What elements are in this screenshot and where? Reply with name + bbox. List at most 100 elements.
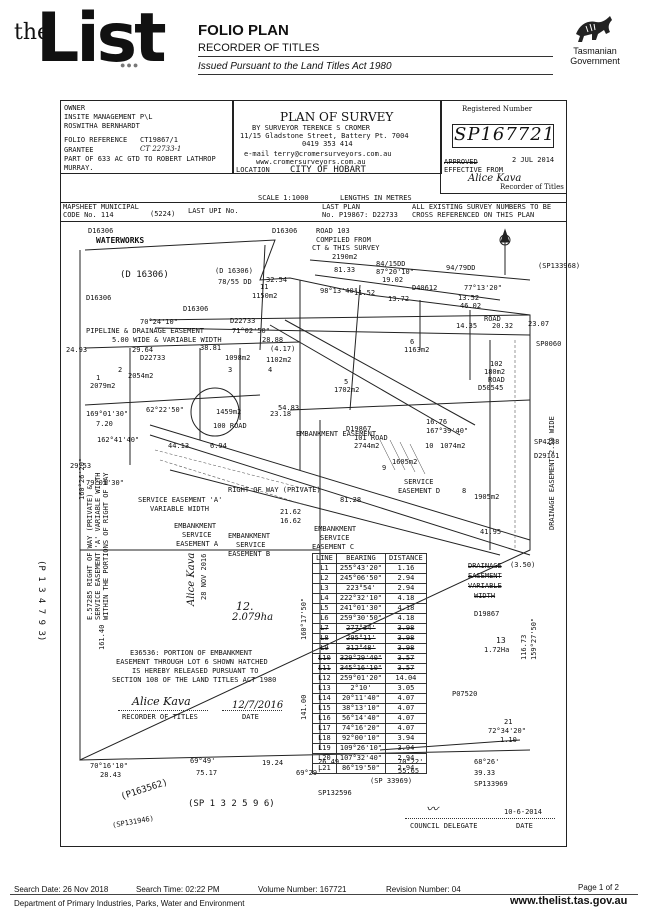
label-dim-169-01: 169°01'30" [86,410,129,418]
label-dim-161-40: 161.40 [98,624,106,650]
label-lot-3: 3 [228,366,233,374]
table-cell-bearing: 86°19'50" [335,763,387,774]
label-dim-24-93: 24.93 [66,346,88,354]
surveyor-email: e-mail terry@cromersurveyors.com.au [244,150,392,158]
table-cell-distance: 4.07 [385,703,427,714]
label-lot-6-area: 1163m2 [404,346,430,354]
easement-line [269,324,461,436]
survey-note-1: ALL EXISTING SURVEY NUMBERS TO BE [412,203,552,211]
label-sp133969: SP133969 [474,780,508,788]
mapsheet-row [60,202,567,222]
label-dim-32-54: 32.54 [266,276,288,284]
footer-volume: Volume Number: 167721 [258,885,347,894]
label-drainage-struck-4: WIDTH [474,592,496,600]
table-cell-bearing: 56°14'40" [335,713,387,724]
owner-block [60,100,234,174]
label-lot-13-area: 1.72Ha [484,646,510,654]
last-plan-label: LAST PLAN [322,203,360,211]
lot-line [84,341,301,349]
label-lot-13: 13 [496,636,506,645]
table-cell-line: L14 [312,693,337,704]
label-waterworks: WATERWORKS [96,236,145,245]
road-boundary [314,274,501,301]
label-dim-3-50: (3.50) [510,561,536,569]
label-dim-68-26: 68°26' [474,758,500,766]
note-e36536-1: E36536: PORTION OF EMBANKMENT [130,649,253,657]
label-dim-19-02: 19.02 [382,276,404,284]
table-cell-distance: 4.07 [385,713,427,724]
footer-website[interactable]: www.thelist.tas.gov.au [510,895,628,907]
label-dim-75-17: 75.17 [196,769,218,777]
surveyor-name: BY SURVEYOR TERENCE S CROMER [252,124,371,132]
label-pipeline-width: 5.00 WIDE & VARIABLE WIDTH [112,336,222,344]
table-cell-distance: 4.18 [385,603,427,614]
label-road-103-compiled: COMPILED FROM [316,236,371,244]
easement-dashed [154,449,311,491]
label-pipeline-easement: PIPELINE & DRAINAGE EASEMENT [86,327,205,335]
plan-title: PLAN OF SURVEY [280,110,394,124]
label-d22733-a: D22733 [230,317,256,325]
folio-ref-1: CT19867/1 [140,136,178,144]
table-cell-distance: 4.07 [385,723,427,734]
label-lot-1-area: 2079m2 [90,382,116,390]
easement-line [169,469,501,556]
folio-ref-2: CT 22733-1 [140,145,182,153]
table-cell-line: L3 [312,583,337,594]
lengths-note: LENGTHS IN METRES [340,194,412,202]
note-e36536-3: IS HEREBY RELEASED PURSUANT TO [132,667,259,675]
header-divider [198,56,553,57]
mapsheet-label-1: MAPSHEET MUNICIPAL [63,203,139,211]
label-d16306-a: D16306 [88,227,114,235]
council-signature-line [405,818,555,819]
table-cell-distance: 1.16 [385,563,427,574]
table-cell-distance: 3.57 [385,663,427,674]
label-road-101-area: 2744m2 [354,442,380,450]
table-cell-bearing: 38°13'10" [335,703,387,714]
effective-date: 2 JUL 2014 [512,156,555,164]
table-cell-bearing: 329°29'40" [335,653,387,664]
label-dim-38-81: 38.81 [200,344,222,352]
table-header-line: LINE [312,553,337,564]
date-line [222,710,282,711]
label-lot-12-area: 2.079ha [232,612,274,623]
label-d22733-b: D22733 [140,354,166,362]
label-road-102-area: 180m2 [484,368,506,376]
table-cell-bearing: 255°43'20" [335,563,387,574]
label-dim-69-49: 69°49' [190,757,216,765]
label-dim-84-15: 84/15DD [376,260,406,268]
label-road-102: 102 [490,360,503,368]
registered-number-box [452,124,554,148]
government-logo-text: Tasmanian Government [560,46,630,66]
label-lot-12: 12. [236,600,254,613]
table-cell-line: L6 [312,613,337,624]
table-cell-bearing: 107°32'40" [335,753,387,764]
label-dim-70-24: 70°24'10" [140,318,178,326]
table-cell-bearing: 2°10' [335,683,387,694]
label-road: ROAD [484,315,501,323]
north-arrow-icon [499,228,511,275]
table-cell-bearing: 92°00'10" [335,733,387,744]
label-bearing-159-27: 159°27'50" [530,617,538,660]
table-cell-bearing: 259°30'50" [335,613,387,624]
boundary-line [79,749,531,761]
owner-line-2: ROSWITHA BERNHARDT [64,122,140,130]
table-cell-distance: 3.94 [385,743,427,754]
label-dim-62-22: 62°22'50" [146,406,184,414]
label-sp4238: SP4238 [534,438,560,446]
label-d19867-a: D19867 [346,425,372,433]
label-lot-8: 8 [462,487,467,495]
label-dim-81-28: 81.28 [340,496,362,504]
table-cell-line: L18 [312,733,337,744]
label-dim-1-10: 1.10 [500,736,517,744]
cul-de-sac [190,387,240,437]
label-drainage-struck-1: DRAINAGE [468,562,502,570]
label-lot-4-area: 1102m2 [266,356,292,364]
table-cell-distance: 3.57 [385,653,427,664]
table-cell-line: L9 [312,643,337,654]
recorder-signature: Alice Kava [468,173,522,184]
